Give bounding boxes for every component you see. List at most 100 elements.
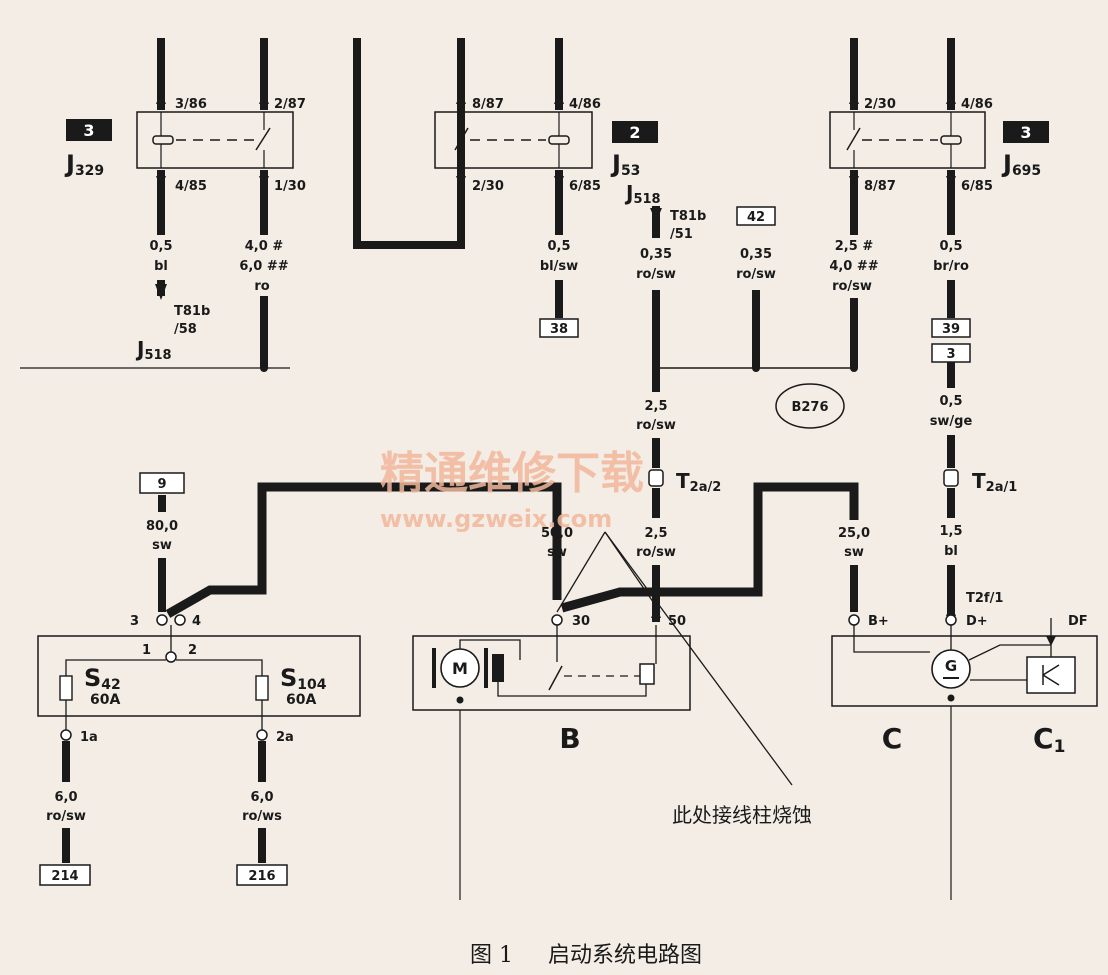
relay-j329: 3 3/86 2/87 4/85 1/30 J329 — [64, 38, 306, 235]
connector-t81b-58-line2: /58 — [174, 322, 197, 337]
wire-w14-size: 1,5 — [939, 524, 962, 539]
relay-j53-pin-top-left: 8/87 — [472, 97, 504, 112]
wire-w14-color: bl — [944, 544, 958, 559]
fuse-s42-label: S42 — [84, 664, 121, 693]
module-j518-left: J518 — [135, 337, 172, 363]
fuse-pin-4: 4 — [192, 614, 201, 629]
relay-j695-pin-bot-right: 6/85 — [961, 179, 993, 194]
wire-w7-color: br/ro — [933, 259, 969, 274]
relay-j695-pin-top-right: 4/86 — [961, 97, 993, 112]
ground-b276: B276 — [791, 400, 828, 415]
fuse-pin-1: 1 — [142, 643, 151, 658]
wire-w11-size: 50,0 — [541, 526, 573, 541]
relay-j53: 2 8/87 4/86 2/30 6/85 J53 — [434, 38, 658, 245]
figure-number: 图 1 — [470, 943, 513, 968]
wire-w7-size: 0,5 — [939, 239, 962, 254]
starter-pin-50: 50 — [668, 614, 686, 629]
relay-j695-pin-bot-left: 8/87 — [864, 179, 896, 194]
generator-label: G — [945, 657, 957, 675]
fuse-pin-1a: 1a — [80, 730, 98, 745]
box-3: 3 — [946, 347, 955, 362]
relay-j329-pin-bot-left: 4/85 — [175, 179, 207, 194]
box-214: 214 — [51, 869, 78, 884]
fuse-pin-2a: 2a — [276, 730, 294, 745]
wire-w16-color: ro/ws — [242, 809, 282, 824]
connector-t2f1: T2f/1 — [966, 591, 1003, 606]
fuse-block: 3 4 1 2 S42 60A S104 60A 1a 2a 6,0 ro/sw… — [37, 614, 361, 886]
wire-w3-color: bl/sw — [540, 259, 578, 274]
box-39: 39 — [942, 322, 960, 337]
watermark-title: 精通维修下载 — [380, 448, 644, 499]
relay-j695-badge-text: 3 — [1020, 123, 1031, 142]
wire-w15-size: 6,0 — [54, 790, 77, 805]
wire-w13-size: 25,0 — [838, 526, 870, 541]
wire-w5-color: ro/sw — [736, 267, 776, 282]
wire-labels-j329: 0,5 bl T81b /58 J518 4,0 # 6,0 ## ro — [20, 239, 290, 372]
wire-42: 42 0,35 ro/sw — [736, 206, 776, 368]
box-216: 216 — [248, 869, 275, 884]
relay-j329-pin-bot-right: 1/30 — [274, 179, 306, 194]
annotation-leaders — [556, 531, 793, 786]
wire-w8-size: 2,5 — [644, 399, 667, 414]
wire-labels-j695: 2,5 # 4,0 ## ro/sw 0,5 br/ro 39 3 0,5 sw… — [829, 239, 1017, 620]
wire-bracket — [353, 38, 465, 249]
connector-t81b-58-line1: T81b — [174, 304, 210, 319]
relay-j329-pin-top-left: 3/86 — [175, 97, 207, 112]
relay-j695-badge — [1003, 121, 1049, 143]
regulator-symbol — [1026, 656, 1076, 694]
box-9: 9 — [157, 477, 166, 492]
fuse-s104-rating: 60A — [286, 692, 316, 708]
wire-w6-color: ro/sw — [832, 279, 872, 294]
wire-w16-size: 6,0 — [250, 790, 273, 805]
wire-w4-size: 0,35 — [640, 247, 672, 262]
wire-ro-sw-starter: 2,5 ro/sw T2a/2 2,5 ro/sw — [636, 368, 721, 622]
wire-w9-color: sw/ge — [930, 414, 973, 429]
wire-w8-color: ro/sw — [636, 418, 676, 433]
relay-j53-pin-bot-right: 6/85 — [569, 179, 601, 194]
relay-j695-label: J695 — [1001, 150, 1041, 179]
module-j518-right: J518 — [624, 181, 661, 207]
wire-w3-size: 0,5 — [547, 239, 570, 254]
connector-t2a1: T2a/1 — [972, 469, 1017, 495]
wire-w6-size2: 4,0 ## — [829, 259, 878, 274]
relay-j53-label: J53 — [610, 150, 640, 179]
wire-w2-size1: 4,0 # — [245, 239, 284, 254]
wire-w9-size: 0,5 — [939, 394, 962, 409]
fuse-s42-rating: 60A — [90, 692, 120, 708]
relay-j53-badge-text: 2 — [629, 123, 640, 142]
annotation-text: 此处接线柱烧蚀 — [672, 803, 812, 827]
fuse-pin-2: 2 — [188, 643, 197, 658]
fuse-pin-3: 3 — [130, 614, 139, 629]
wire-w12-color: ro/sw — [636, 545, 676, 560]
relay-j695-pin-top-left: 2/30 — [864, 97, 896, 112]
battery-cables: 9 80,0 sw 50,0 sw 25,0 sw — [139, 472, 870, 618]
wire-w11-color: sw — [547, 545, 567, 560]
wire-w15-color: ro/sw — [46, 809, 86, 824]
fuse-s104-label: S104 — [280, 664, 327, 693]
wire-w12-size: 2,5 — [644, 526, 667, 541]
alternator-df: DF — [1068, 614, 1088, 629]
box-42: 42 — [747, 210, 765, 225]
relay-j695: 3 2/30 4/86 8/87 6/85 J695 — [829, 38, 1049, 235]
generator-symbol — [931, 649, 971, 689]
wire-w10-size: 80,0 — [146, 519, 178, 534]
wire-w1-color: bl — [154, 259, 168, 274]
connector-t81b-51-line2: /51 — [670, 227, 693, 242]
relay-j329-pin-top-right: 2/87 — [274, 97, 306, 112]
relay-j53-badge — [612, 121, 658, 143]
alternator-label: C — [882, 722, 903, 755]
starter-b: 30 50 M B — [412, 614, 691, 900]
wire-w13-color: sw — [844, 545, 864, 560]
alternator-bplus: B+ — [868, 614, 889, 629]
relay-j329-badge — [66, 119, 112, 141]
figure-title: 启动系统电路图 — [548, 943, 702, 968]
watermark-url: www.gzweix.com — [380, 505, 612, 533]
wire-w1-size: 0,5 — [149, 239, 172, 254]
starter-pin-30: 30 — [572, 614, 590, 629]
connector-t2a2: T2a/2 — [676, 469, 721, 495]
wire-w2-color: ro — [254, 279, 269, 294]
relay-j329-label: J329 — [64, 150, 104, 179]
wire-w6-size1: 2,5 # — [835, 239, 874, 254]
relay-j329-badge-text: 3 — [83, 121, 94, 140]
